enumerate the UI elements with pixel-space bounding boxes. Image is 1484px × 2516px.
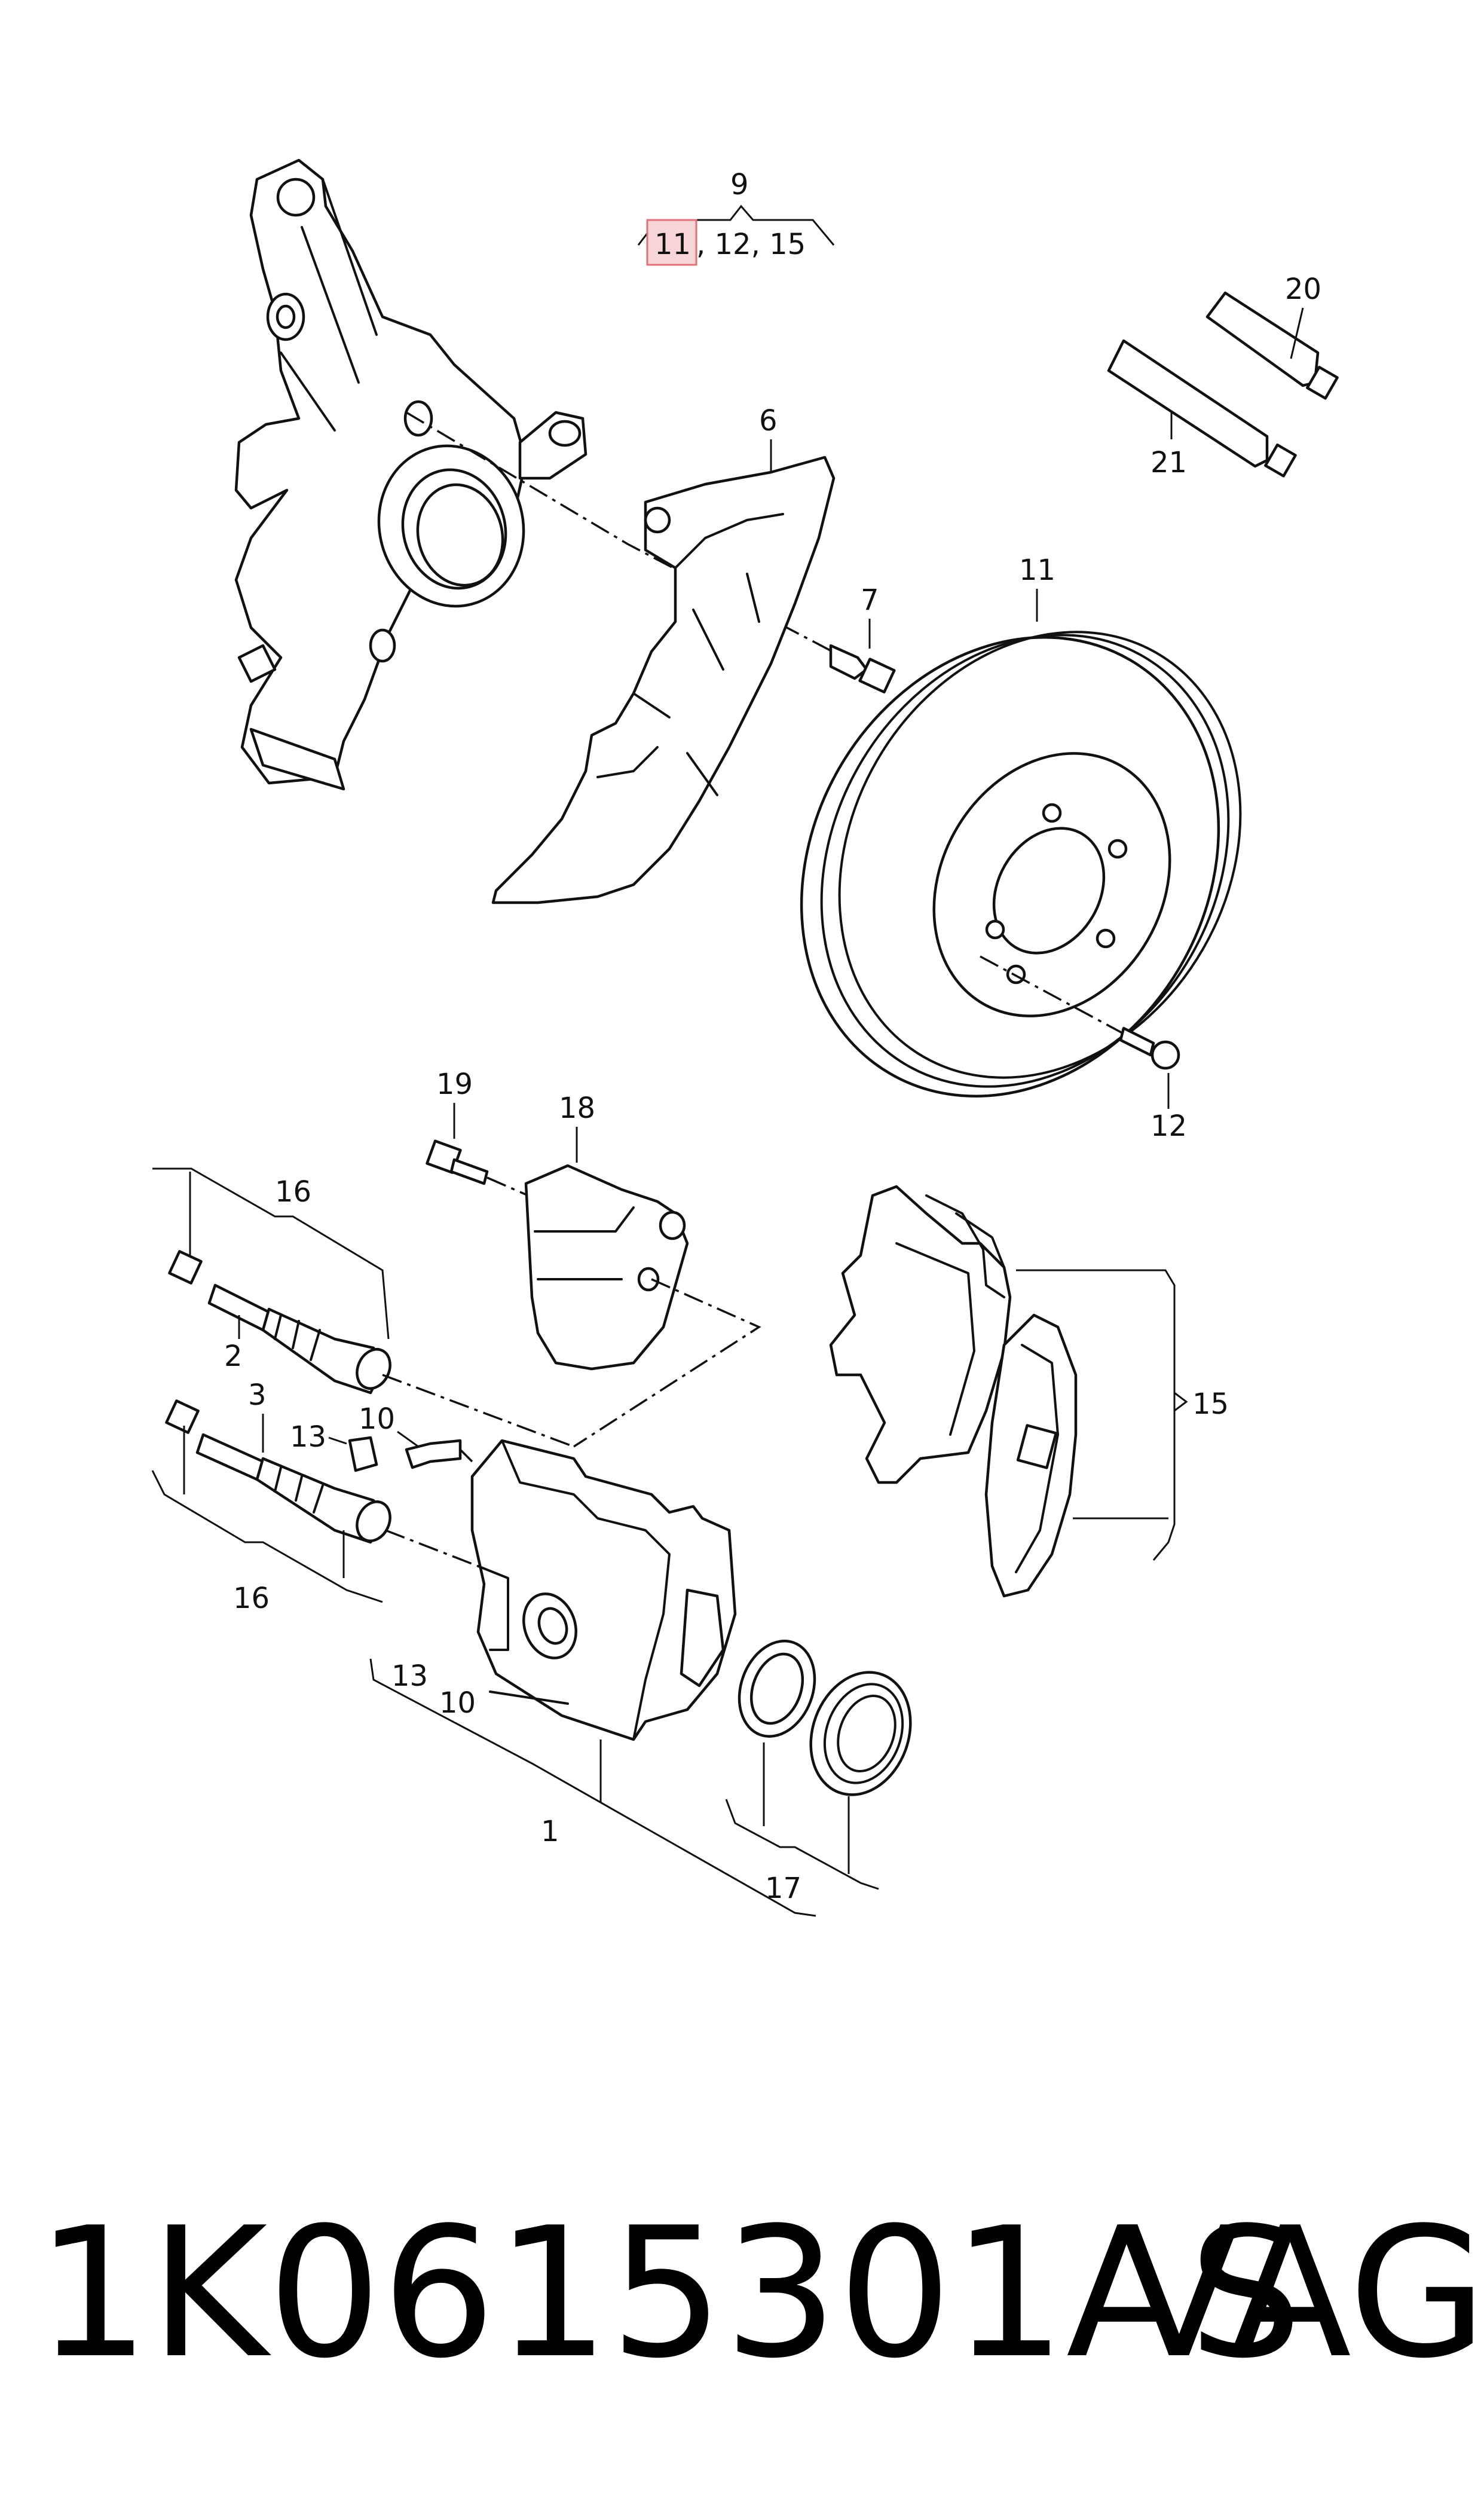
callout-3: 3 bbox=[248, 1378, 267, 1412]
callout-19: 19 bbox=[436, 1068, 473, 1101]
splash-shield: 6 bbox=[491, 404, 836, 904]
callout-6: 6 bbox=[759, 404, 778, 438]
callout-10-upper: 10 bbox=[359, 1402, 395, 1436]
guide-pin-set-lower: 3 13 10 16 bbox=[151, 1378, 462, 1615]
highlight-box bbox=[646, 219, 697, 266]
callout-10-lower: 10 bbox=[439, 1686, 476, 1720]
callout-9-refs: , 12, 15 bbox=[696, 228, 806, 261]
callout-16-lower: 16 bbox=[233, 1582, 270, 1615]
grease-tubes: 20 21 bbox=[1107, 273, 1339, 479]
callout-20: 20 bbox=[1285, 273, 1321, 306]
callout-2: 2 bbox=[224, 1340, 243, 1373]
steering-knuckle bbox=[234, 158, 588, 791]
brake-caliper: 13 10 1 bbox=[369, 1439, 816, 1917]
brake-pad-set: 15 bbox=[829, 1185, 1229, 1598]
axis-line-disc-screw bbox=[980, 955, 1136, 1041]
screw-12: 12 bbox=[1119, 1026, 1187, 1143]
axis-line-knuckle-shield bbox=[406, 411, 867, 671]
piston-seal-kit: 17 bbox=[725, 1640, 912, 1905]
bolt-19: 19 bbox=[426, 1068, 489, 1185]
callout-21: 21 bbox=[1151, 446, 1187, 479]
callout-18: 18 bbox=[559, 1092, 595, 1125]
part-number: 1K0615301AS bbox=[36, 2189, 1302, 2398]
callout-group-9: 9 11 , 12, 15 bbox=[637, 168, 835, 266]
callout-13-lower: 13 bbox=[391, 1659, 428, 1693]
callout-13-upper: 13 bbox=[290, 1420, 326, 1454]
brake-disc: 11 bbox=[800, 554, 1242, 1097]
callout-11: 11 bbox=[1019, 554, 1055, 587]
callout-9-highlighted-ref: 11 bbox=[654, 228, 691, 261]
callout-15: 15 bbox=[1192, 1387, 1229, 1421]
callout-1: 1 bbox=[541, 1815, 559, 1848]
callout-16-upper: 16 bbox=[275, 1175, 311, 1209]
callout-9: 9 bbox=[730, 168, 749, 201]
brake-shield: 18 bbox=[524, 1092, 689, 1371]
guide-pin-set-upper: 16 2 bbox=[152, 1167, 391, 1395]
bolt-7: 7 bbox=[829, 583, 896, 694]
callout-12: 12 bbox=[1151, 1109, 1187, 1143]
callout-7: 7 bbox=[861, 583, 879, 617]
callout-17: 17 bbox=[765, 1872, 801, 1905]
brand-name: VAG bbox=[1118, 2189, 1484, 2398]
